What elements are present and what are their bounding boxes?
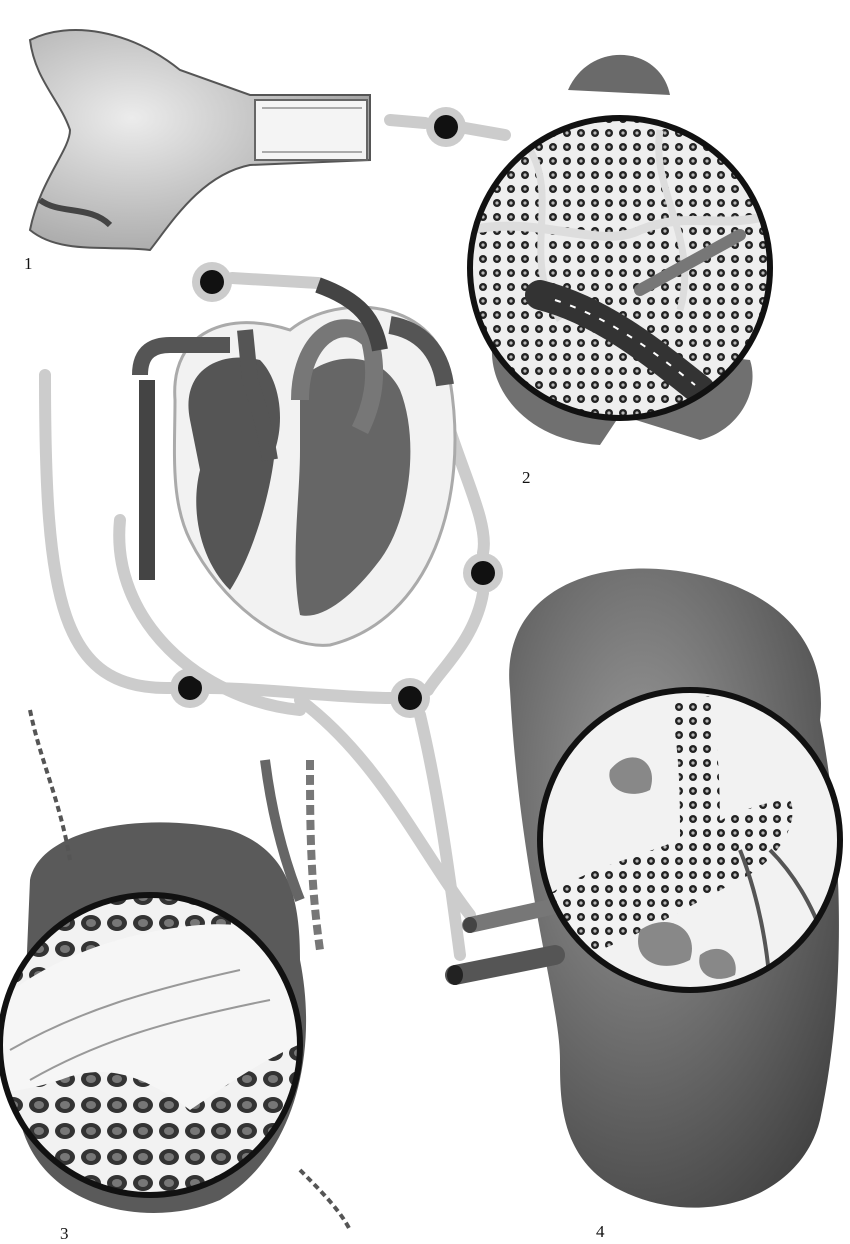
bone-marrow-magnified-icon: [470, 55, 770, 445]
panel-label-3: 3: [60, 1224, 69, 1244]
heart-icon: [140, 285, 455, 645]
spleen-magnified-icon: [447, 569, 840, 1208]
panel-label-4: 4: [596, 1222, 605, 1242]
panel-label-1: 1: [24, 254, 33, 274]
thymus-magnified-icon: [0, 710, 350, 1230]
panel-label-2: 2: [522, 468, 531, 488]
bone-icon: [30, 30, 370, 250]
